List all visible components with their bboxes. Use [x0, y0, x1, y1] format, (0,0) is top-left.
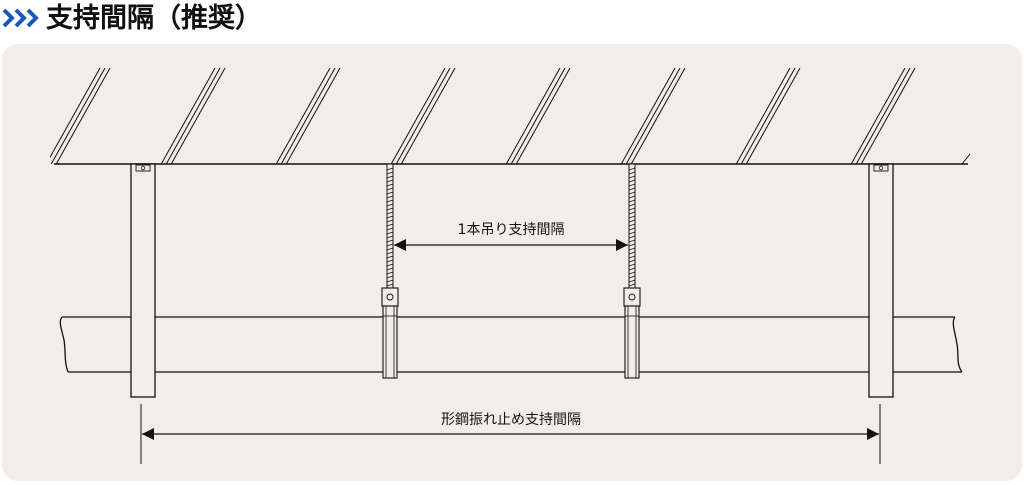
thread-tick: [386, 175, 394, 179]
thread-tick: [386, 243, 394, 247]
hatch-line: [735, 67, 791, 164]
brace-column-left: [130, 163, 156, 398]
thread-tick: [628, 243, 636, 247]
thread-tick: [386, 223, 394, 227]
thread-tick: [628, 231, 636, 235]
hatch-line: [275, 67, 331, 164]
hatch-line: [160, 67, 216, 164]
hatch-line: [515, 67, 571, 164]
thread-tick: [386, 247, 394, 251]
thread-tick: [628, 263, 636, 267]
thread-tick: [628, 211, 636, 215]
thread-tick: [386, 259, 394, 263]
thread-tick: [628, 183, 636, 187]
thread-tick: [628, 267, 636, 271]
thread-tick: [628, 255, 636, 259]
thread-tick: [628, 179, 636, 183]
hatch-line: [50, 67, 101, 159]
thread-tick: [628, 251, 636, 255]
thread-tick: [386, 283, 394, 287]
thread-tick: [386, 171, 394, 175]
thread-tick: [628, 195, 636, 199]
ceiling-hatch: [50, 67, 916, 164]
hatch-line: [395, 67, 451, 164]
hatch-line: [505, 67, 561, 164]
hatch-line: [625, 67, 681, 164]
hatch-line: [50, 67, 106, 164]
thread-tick: [386, 275, 394, 279]
hanger-rod-left: [386, 163, 394, 289]
thread-tick: [386, 179, 394, 183]
thread-tick: [628, 223, 636, 227]
thread-tick: [386, 207, 394, 211]
hatch-line: [630, 67, 686, 164]
thread-tick: [386, 263, 394, 267]
thread-tick: [628, 275, 636, 279]
thread-tick: [386, 255, 394, 259]
hatch-line: [740, 67, 796, 164]
thread-tick: [386, 215, 394, 219]
thread-tick: [628, 259, 636, 263]
thread-tick: [386, 199, 394, 203]
hatch-line: [390, 67, 446, 164]
thread-tick: [628, 207, 636, 211]
hatch-line: [165, 67, 221, 164]
thread-tick: [386, 219, 394, 223]
thread-tick: [628, 199, 636, 203]
page-title: 支持間隔（推奨）: [46, 3, 262, 34]
thread-tick: [386, 231, 394, 235]
thread-tick: [628, 283, 636, 287]
thread-tick: [386, 239, 394, 243]
thread-tick: [386, 203, 394, 207]
diagram-panel: [2, 44, 1022, 481]
hatch-line: [280, 67, 336, 164]
thread-tick: [628, 215, 636, 219]
thread-tick: [386, 191, 394, 195]
hatch-line: [400, 67, 456, 164]
brace-column-right: [868, 163, 894, 398]
pipe: [59, 316, 963, 373]
thread-tick: [386, 271, 394, 275]
thread-tick: [386, 195, 394, 199]
hatch-line: [170, 67, 226, 164]
thread-tick: [386, 187, 394, 191]
hatch-line: [510, 67, 566, 164]
thread-tick: [386, 235, 394, 239]
hatch-line: [860, 67, 916, 164]
thread-tick: [628, 279, 636, 283]
thread-tick: [628, 227, 636, 231]
thread-tick: [386, 167, 394, 171]
brace-spacing-label: 形鋼振れ止め支持間隔: [441, 412, 581, 428]
hatch-line: [620, 67, 676, 164]
thread-tick: [628, 219, 636, 223]
thread-tick: [386, 279, 394, 283]
thread-tick: [628, 271, 636, 275]
thread-tick: [628, 187, 636, 191]
thread-tick: [628, 167, 636, 171]
thread-tick: [628, 247, 636, 251]
hanger-clamp-left: [381, 287, 399, 379]
hatch-line: [285, 67, 341, 164]
thread-tick: [628, 203, 636, 207]
thread-tick: [386, 211, 394, 215]
thread-tick: [386, 267, 394, 271]
hanger-rod-right: [628, 163, 636, 289]
hatch-line: [850, 67, 906, 164]
thread-tick: [628, 175, 636, 179]
hatch-line: [855, 67, 911, 164]
thread-tick: [628, 191, 636, 195]
hatch-line: [745, 67, 801, 164]
thread-tick: [386, 183, 394, 187]
thread-tick: [628, 239, 636, 243]
hanger-clamp-right: [623, 287, 641, 379]
thread-tick: [628, 235, 636, 239]
thread-tick: [386, 251, 394, 255]
header: 支持間隔（推奨）: [0, 0, 1024, 40]
thread-tick: [628, 171, 636, 175]
hanger-spacing-label: 1本吊り支持間隔: [458, 222, 565, 238]
thread-tick: [386, 227, 394, 231]
chevron-right-icon: [2, 8, 39, 28]
hatch-line: [55, 67, 111, 164]
